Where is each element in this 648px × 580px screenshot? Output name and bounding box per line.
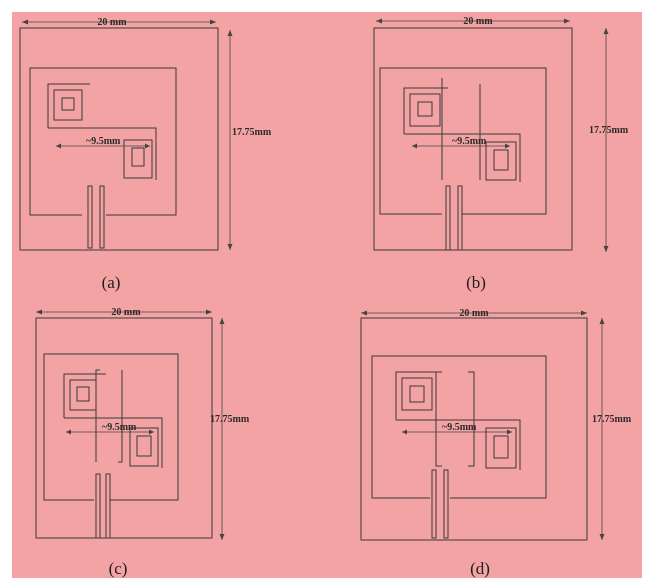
spiral-loop bbox=[53, 89, 83, 121]
spiral-inner bbox=[76, 386, 90, 402]
feed-line-left bbox=[431, 469, 437, 539]
stub-left bbox=[435, 371, 442, 467]
spiral-loop bbox=[485, 427, 517, 469]
cross-arm bbox=[396, 419, 521, 470]
stub-right bbox=[468, 371, 475, 467]
feed-line-right bbox=[457, 185, 463, 251]
feed-line-right bbox=[99, 185, 105, 249]
spiral-loop bbox=[123, 139, 153, 179]
spiral-inner bbox=[61, 97, 75, 111]
ring-resonator bbox=[29, 67, 177, 216]
panel-caption: (a) bbox=[102, 273, 121, 292]
spiral-inner bbox=[493, 435, 509, 459]
cross-arm bbox=[404, 133, 521, 182]
panel-caption: (c) bbox=[109, 559, 128, 578]
gap-label: ~9.5mm bbox=[442, 422, 477, 433]
spiral-arm bbox=[395, 371, 440, 420]
spiral-inner bbox=[493, 149, 509, 171]
gap-label: ~9.5mm bbox=[452, 136, 487, 147]
width-label: 20 mm bbox=[97, 17, 127, 28]
cross-arm bbox=[64, 417, 163, 468]
panel-caption: (d) bbox=[470, 559, 490, 578]
width-label: 20 mm bbox=[463, 16, 493, 27]
width-label: 20 mm bbox=[459, 308, 489, 319]
ring-resonator bbox=[379, 67, 547, 215]
height-label: 17.75mm bbox=[589, 125, 629, 136]
substrate-outline bbox=[35, 317, 213, 539]
substrate-outline bbox=[360, 317, 588, 541]
substrate-outline bbox=[19, 27, 219, 251]
panel-c: 20 mm 17.75mm ~9.5mm (c) bbox=[35, 307, 250, 578]
spiral-inner bbox=[136, 435, 152, 457]
panel-caption: (b) bbox=[466, 273, 486, 292]
stub-right bbox=[118, 370, 123, 463]
spiral-arm bbox=[47, 83, 90, 128]
width-label: 20 mm bbox=[111, 307, 141, 318]
feed-line-left bbox=[445, 185, 451, 251]
height-label: 17.75mm bbox=[592, 414, 632, 425]
spiral-inner bbox=[131, 147, 145, 167]
height-label: 17.75mm bbox=[232, 127, 272, 138]
feed-line-right bbox=[443, 469, 449, 539]
substrate-outline bbox=[373, 27, 573, 251]
panel-a: 20 mm 17.75mm ~9.5mm (a) bbox=[19, 17, 272, 292]
spiral-loop bbox=[129, 427, 159, 467]
spiral-arm bbox=[403, 87, 448, 134]
panel-d: 20 mm 17.75mm ~9.5mm (d) bbox=[360, 308, 632, 578]
feed-line-left bbox=[95, 473, 101, 539]
feed-line-right bbox=[105, 473, 111, 539]
cross-arm bbox=[48, 127, 157, 180]
gap-label: ~9.5mm bbox=[102, 422, 137, 433]
spiral-arm bbox=[63, 373, 106, 418]
height-label: 17.75mm bbox=[210, 414, 250, 425]
gap-label: ~9.5mm bbox=[86, 136, 121, 147]
figure-background bbox=[12, 12, 642, 578]
panel-b: 20 mm 17.75mm ~9.5mm (b) bbox=[373, 16, 629, 292]
ring-resonator bbox=[371, 355, 547, 499]
spiral-loop bbox=[401, 377, 433, 411]
feed-line-left bbox=[87, 185, 93, 249]
spiral-inner bbox=[417, 101, 433, 117]
spiral-loop bbox=[485, 141, 517, 181]
spiral-loop bbox=[409, 93, 441, 127]
stub-left bbox=[95, 369, 100, 462]
ring-resonator bbox=[43, 353, 179, 501]
spiral-inner bbox=[409, 385, 425, 403]
